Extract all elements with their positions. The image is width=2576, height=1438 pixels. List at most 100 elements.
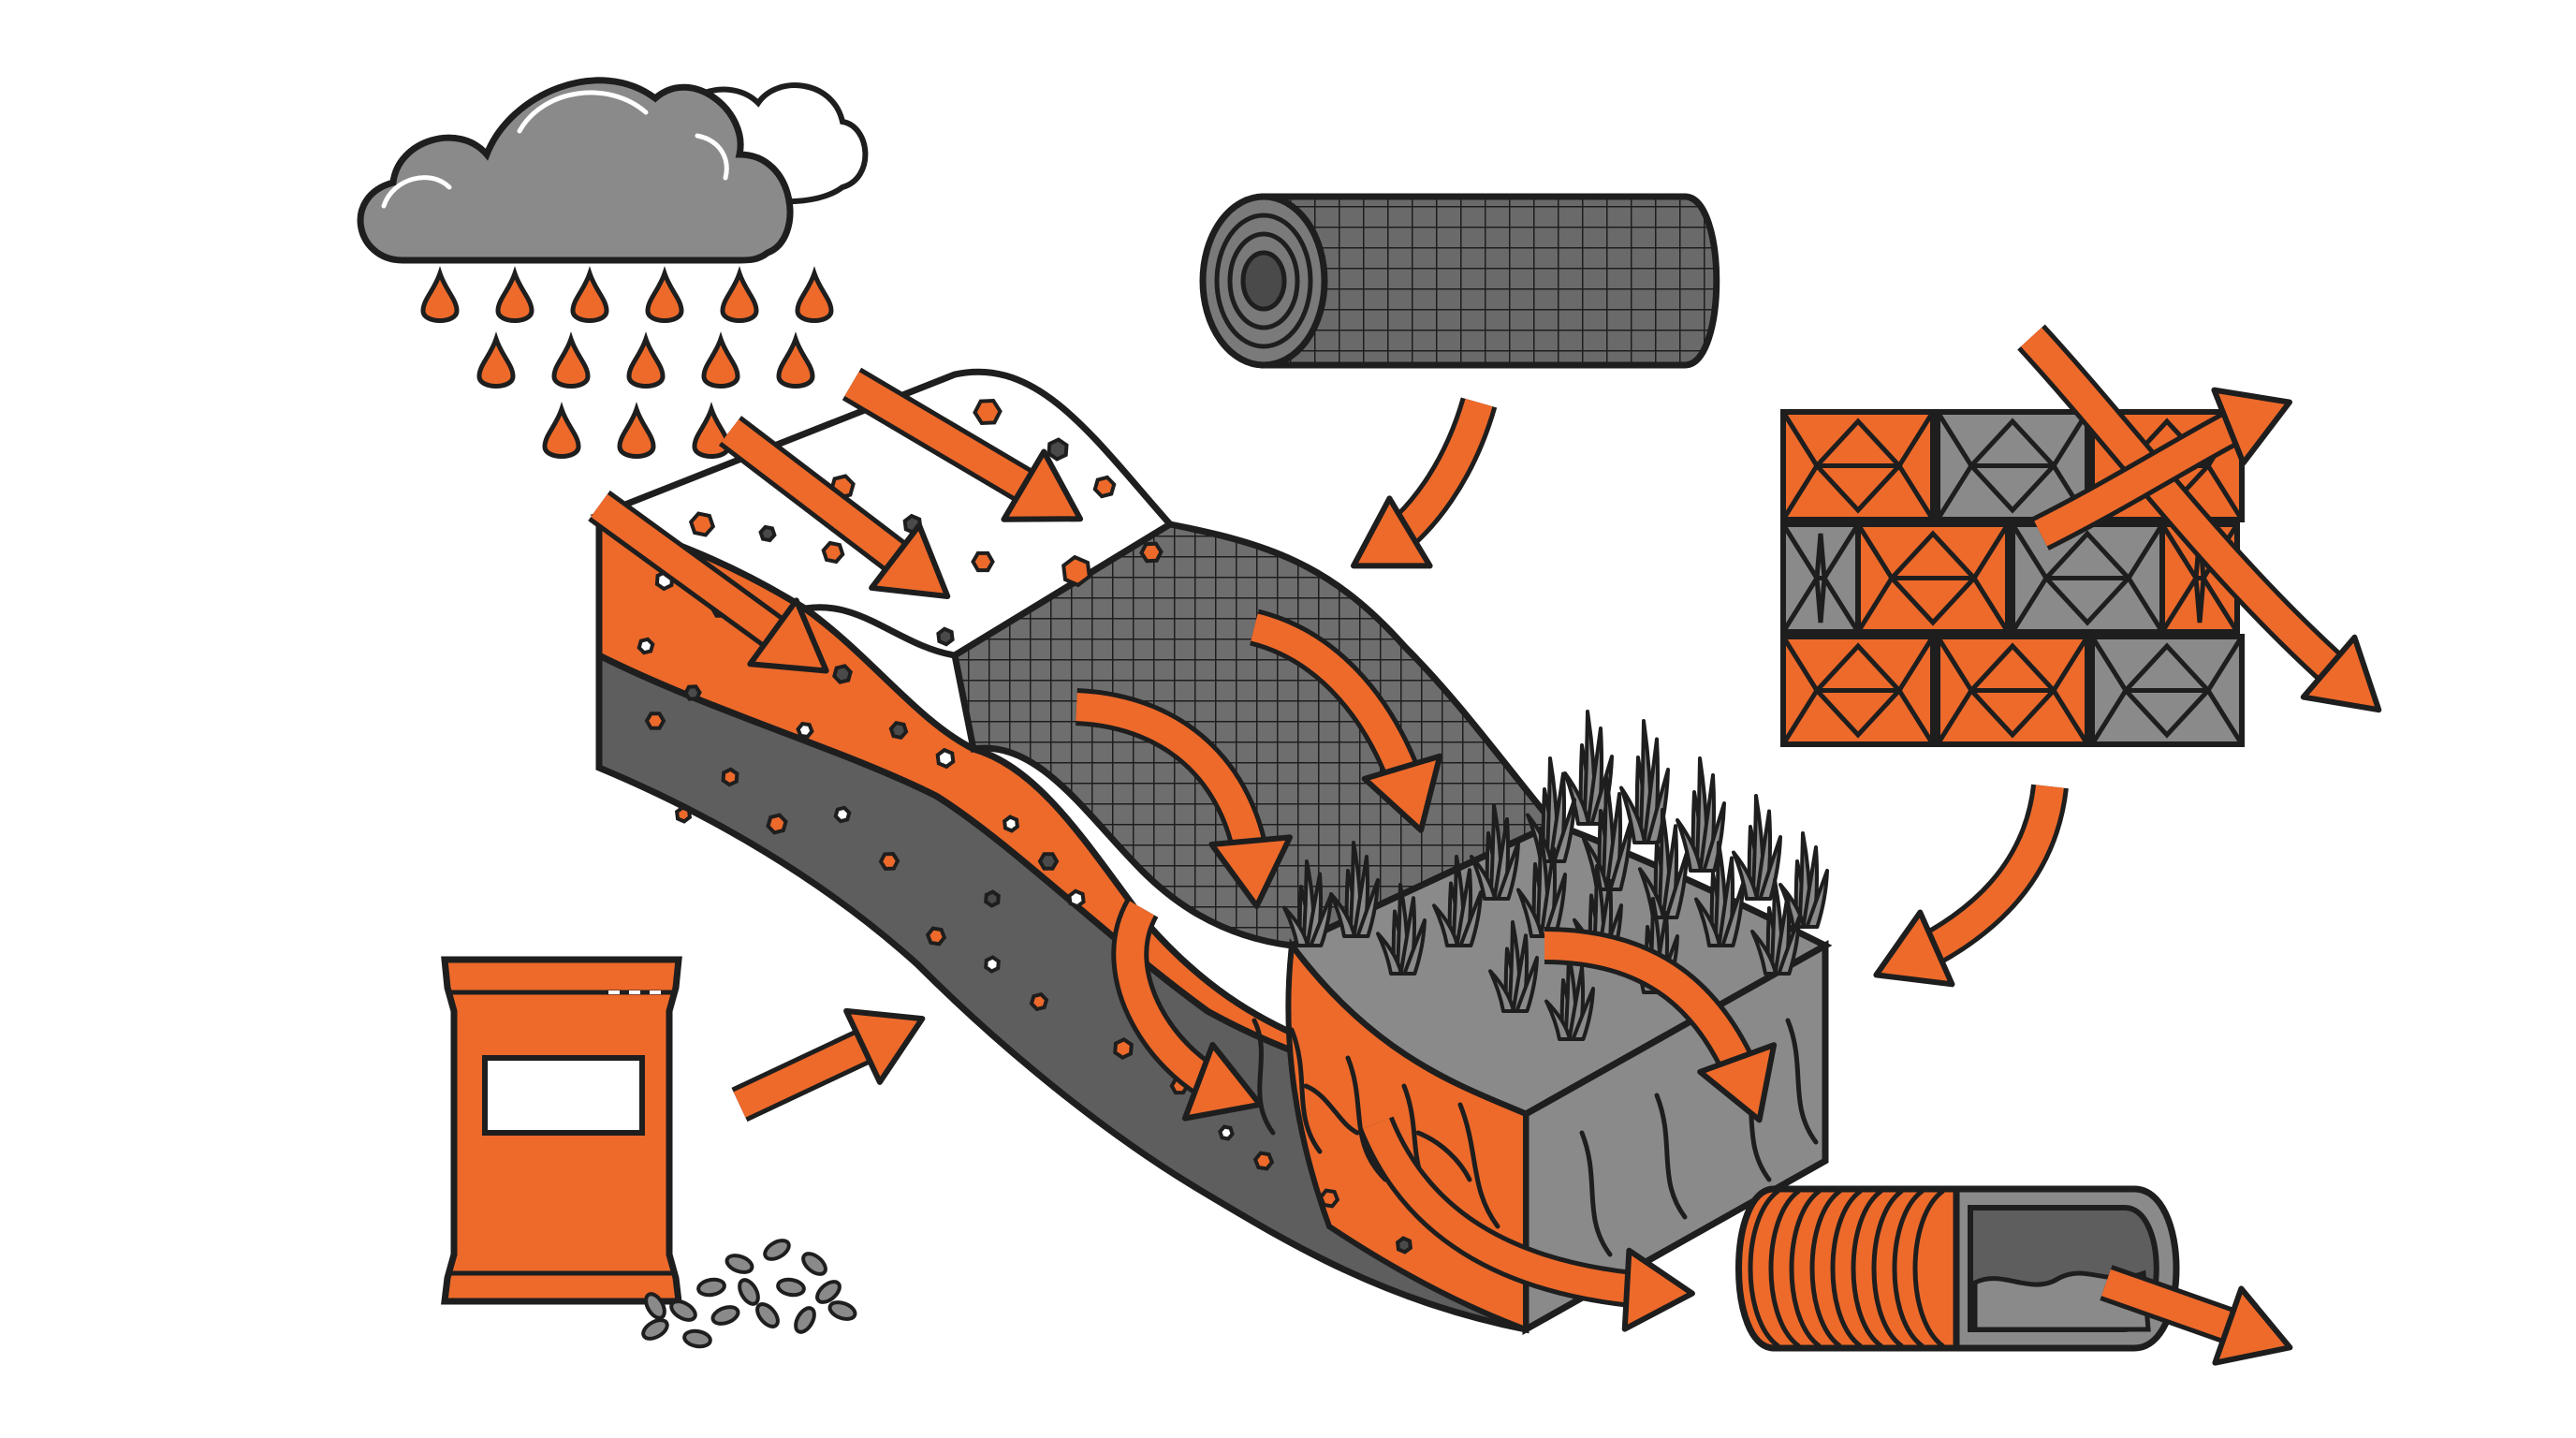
raindrop bbox=[720, 266, 759, 323]
grass-blade bbox=[1543, 873, 1567, 938]
soil-rock bbox=[1318, 1188, 1340, 1209]
raindrop bbox=[617, 402, 656, 459]
grass-blade bbox=[1309, 893, 1333, 947]
water-flow-arrows bbox=[588, 324, 2382, 1366]
raindrop bbox=[570, 266, 609, 323]
scattered-seeds bbox=[641, 1239, 857, 1349]
soil-rock bbox=[936, 626, 955, 647]
grass-blade bbox=[1608, 820, 1632, 891]
raindrop bbox=[495, 266, 534, 323]
seed bbox=[669, 1299, 697, 1322]
raindrop bbox=[645, 266, 684, 323]
flow-arrow bbox=[2017, 324, 2382, 713]
grass-blade bbox=[1694, 897, 1721, 947]
plant-root bbox=[1457, 1102, 1500, 1229]
soil-rock bbox=[925, 926, 947, 946]
flow-arrow bbox=[1873, 784, 2069, 988]
seed bbox=[644, 1292, 666, 1320]
soil-rock bbox=[796, 721, 814, 740]
soil-rock bbox=[833, 805, 852, 824]
soil-rock bbox=[688, 511, 716, 537]
soil-rock bbox=[984, 889, 1001, 908]
soil-rock bbox=[821, 540, 845, 565]
raindrops bbox=[420, 266, 834, 459]
raindrop bbox=[701, 331, 740, 389]
plant-root bbox=[1785, 1018, 1819, 1145]
plant-root bbox=[1345, 1055, 1388, 1182]
soil-rock bbox=[973, 398, 1003, 426]
grass-blade bbox=[1516, 888, 1544, 938]
seed bbox=[776, 1277, 806, 1298]
soil-rock bbox=[984, 955, 1001, 974]
raindrop bbox=[420, 266, 460, 323]
plant-root bbox=[1654, 1093, 1688, 1220]
grass-blade bbox=[1282, 905, 1310, 947]
seed bbox=[724, 1254, 754, 1274]
flow-arrow bbox=[1350, 397, 1498, 569]
raindrop bbox=[626, 331, 666, 389]
soil-rock bbox=[1037, 852, 1060, 871]
soil-rock bbox=[1092, 475, 1117, 499]
soil-rock bbox=[637, 637, 655, 655]
grass-blade bbox=[1571, 987, 1595, 1041]
seed bbox=[763, 1239, 791, 1261]
soil-rock bbox=[683, 684, 702, 701]
flow-arrow bbox=[731, 1007, 926, 1123]
soil-rock bbox=[1113, 1036, 1134, 1061]
grass-blade bbox=[1720, 882, 1745, 947]
grass-blade bbox=[1638, 867, 1665, 919]
soil-rock bbox=[1139, 541, 1164, 564]
rain-cloud-icon bbox=[357, 77, 869, 264]
seed bbox=[815, 1280, 842, 1304]
soil-rock bbox=[674, 805, 693, 824]
grass-blade bbox=[1432, 903, 1459, 947]
flow-arrow bbox=[1075, 688, 1294, 909]
soil-rock bbox=[878, 851, 900, 872]
raindrop bbox=[542, 402, 581, 459]
grass-blade bbox=[1402, 918, 1427, 976]
flow-arrow bbox=[2032, 387, 2292, 550]
seed bbox=[827, 1300, 857, 1321]
flow-arrow bbox=[842, 367, 1084, 522]
soil-rock bbox=[971, 550, 995, 573]
soil-rock bbox=[1067, 888, 1086, 909]
grass-blade bbox=[1496, 841, 1520, 901]
grass-blade bbox=[1458, 890, 1483, 947]
soil-rock bbox=[1061, 554, 1091, 588]
grass-blade bbox=[1664, 851, 1689, 919]
raindrop bbox=[776, 331, 815, 389]
seed bbox=[682, 1328, 712, 1349]
grass-blade bbox=[1777, 916, 1801, 976]
seed bbox=[801, 1252, 827, 1276]
soil-rock bbox=[758, 524, 777, 543]
grass-blade bbox=[1582, 837, 1609, 891]
soil-rock bbox=[1218, 1124, 1235, 1141]
grass-blade bbox=[1376, 932, 1403, 976]
retaining-block-wall-icon bbox=[1780, 409, 2245, 747]
seed bbox=[738, 1278, 760, 1306]
seed bbox=[641, 1318, 669, 1341]
erosion-control-mesh-roll-icon bbox=[1199, 193, 1720, 369]
flow-arrow bbox=[588, 490, 829, 674]
soil-rock bbox=[1046, 437, 1069, 462]
flow-arrow bbox=[1111, 899, 1264, 1122]
flow-arrow bbox=[2100, 1265, 2293, 1366]
plant-root bbox=[1289, 1027, 1360, 1154]
soil-rock bbox=[766, 813, 788, 835]
grass-blade bbox=[1750, 930, 1778, 976]
seed-bag-icon bbox=[441, 956, 682, 1305]
grass-blade bbox=[1552, 798, 1576, 863]
raindrop bbox=[795, 266, 834, 323]
soil-rock bbox=[1002, 814, 1020, 833]
flow-arrow bbox=[1358, 1116, 1695, 1332]
seed bbox=[755, 1302, 780, 1328]
soil-slope-cross-section bbox=[590, 368, 1833, 1335]
raindrop bbox=[551, 331, 591, 389]
flow-arrow bbox=[1544, 927, 1778, 1123]
soil-rock bbox=[1395, 1236, 1413, 1255]
flow-arrow bbox=[1249, 609, 1443, 833]
soil-rock bbox=[935, 747, 956, 770]
grass-blade bbox=[1488, 969, 1515, 1013]
grass-blade bbox=[1355, 878, 1380, 938]
